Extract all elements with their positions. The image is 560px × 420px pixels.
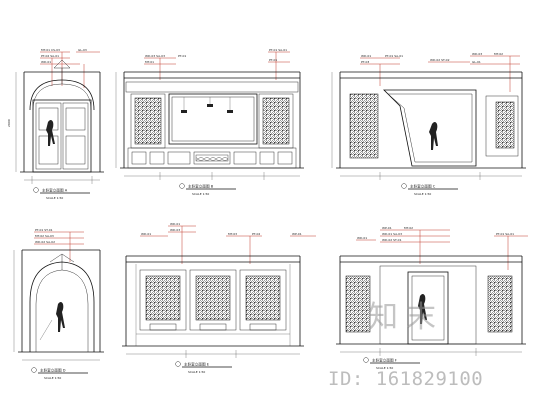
svg-text:MT-02 SA-03: MT-02 SA-03: [35, 234, 54, 238]
panel-6-caption: 主卧室立面图 F: [372, 358, 397, 363]
svg-text:2900: 2900: [7, 119, 11, 127]
panel-1-caption: 主卧室立面图 A: [42, 188, 68, 193]
svg-text:PT-02: PT-02: [252, 232, 260, 236]
svg-text:WD-01 SA-03: WD-01 SA-03: [382, 232, 402, 236]
svg-text:WP-01: WP-01: [292, 232, 302, 236]
svg-text:WD-02 ST-02: WD-02 ST-02: [430, 58, 450, 62]
svg-text:MT-01 CS-03: MT-01 CS-03: [41, 48, 60, 52]
elevation-panel-3: WD-01 PT-01 SA-01 PT-03 WD-02 ST-02 WD-03 M…: [331, 52, 526, 196]
svg-text:PT-01 SA-01: PT-01 SA-01: [385, 54, 403, 58]
svg-text:PT-01: PT-01: [178, 54, 186, 58]
svg-text:WD-03: WD-03: [170, 228, 180, 232]
panel-2-scale: SCALE 1:50: [192, 192, 209, 196]
svg-text:WD-02 SA-02: WD-02 SA-02: [35, 240, 55, 244]
watermark-id: ID: 161829100: [328, 368, 484, 390]
svg-text:WD-01: WD-01: [170, 222, 180, 226]
watermark-logo: 知末: [368, 300, 444, 335]
svg-text:MT-02: MT-02: [404, 226, 413, 230]
svg-text:WD-03: WD-03: [472, 52, 482, 56]
panel-5-scale: SCALE 1:50: [188, 370, 205, 374]
svg-text:WD-01: WD-01: [357, 236, 367, 240]
svg-text:PT-03: PT-03: [361, 60, 369, 64]
svg-text:PT-01 SA-01: PT-01 SA-01: [496, 232, 514, 236]
svg-text:WD-01: WD-01: [361, 54, 371, 58]
panel-2-caption: 主卧室立面图 B: [188, 184, 214, 189]
svg-text:WD-01: WD-01: [41, 60, 51, 64]
svg-text:PT-01 SA-01: PT-01 SA-01: [269, 48, 287, 52]
svg-text:WD-01: WD-01: [141, 232, 151, 236]
svg-text:GL-01: GL-01: [472, 60, 481, 64]
panel-6-scale: SCALE 1:50: [376, 366, 393, 370]
svg-text:PT-02 SA-01: PT-02 SA-01: [41, 54, 59, 58]
panel-3-caption: 主卧室立面图 C: [410, 184, 436, 189]
svg-text:MT-02: MT-02: [494, 52, 503, 56]
svg-text:MT-01: MT-01: [145, 60, 154, 64]
panel-4-caption: 主卧室立面图 D: [40, 368, 66, 373]
svg-text:PT-01 ST-01: PT-01 ST-01: [35, 228, 53, 232]
svg-text:MT-03: MT-03: [228, 232, 237, 236]
svg-text:WP-01: WP-01: [382, 226, 392, 230]
panel-1-scale: SCALE 1:50: [46, 196, 63, 200]
svg-text:WD-02 ST-01: WD-02 ST-01: [382, 238, 402, 242]
panel-4-scale: SCALE 1:50: [44, 376, 61, 380]
panel-5-caption: 主卧室立面图 E: [184, 362, 210, 367]
svg-text:WD-03 SA-03: WD-03 SA-03: [145, 54, 165, 58]
svg-text:GL-03: GL-03: [78, 48, 87, 52]
svg-text:PT-01: PT-01: [269, 58, 277, 62]
panel-3-scale: SCALE 1:50: [414, 192, 431, 196]
